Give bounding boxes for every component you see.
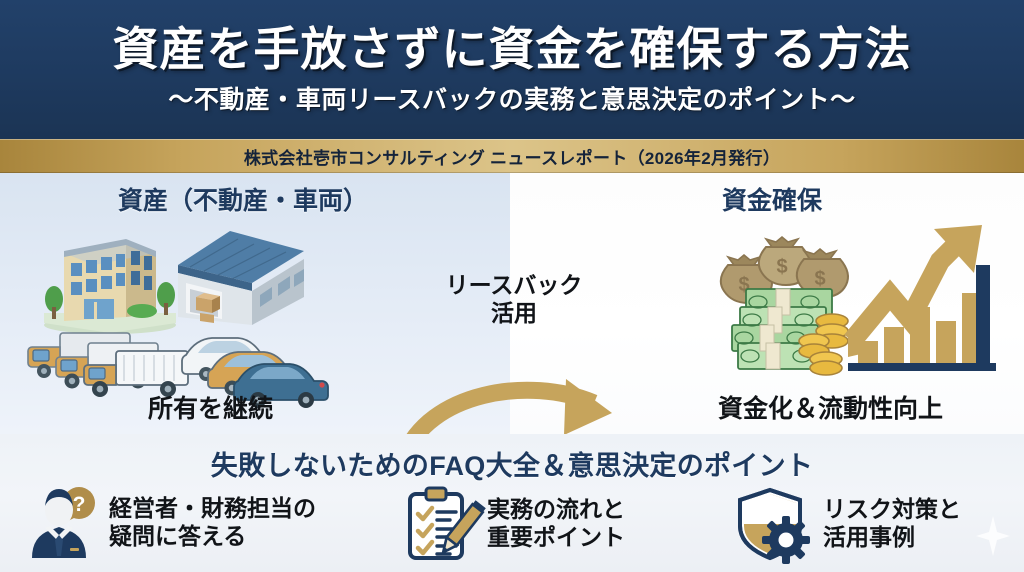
svg-text:$: $ bbox=[738, 274, 749, 296]
feature-item: リスク対策と 活用事例 bbox=[736, 486, 961, 564]
leaseback-label: リースバック 活用 bbox=[432, 271, 596, 327]
leaseback-label-line2: 活用 bbox=[491, 300, 537, 327]
publisher-band: 株式会社壱市コンサルティング ニュースレポート（2026年2月発行） bbox=[0, 139, 1024, 173]
truck-fleet-icon bbox=[27, 332, 189, 397]
feature-label: リスク対策と 活用事例 bbox=[823, 496, 961, 551]
publisher-text: 株式会社壱市コンサルティング ニュースレポート（2026年2月発行） bbox=[243, 148, 781, 168]
money-stack-icon: $ $ $ bbox=[719, 235, 849, 376]
businessman-question-icon: ? bbox=[32, 487, 95, 558]
svg-text:$: $ bbox=[814, 268, 825, 290]
feature-label: 実務の流れと 重要ポイント bbox=[487, 496, 625, 551]
feature-label-line1: 実務の流れと bbox=[487, 496, 625, 523]
warehouse-icon bbox=[178, 231, 304, 325]
clipboard-checklist-pencil-icon bbox=[408, 486, 486, 560]
faq-title: 失敗しないためのFAQ大全＆意思決定のポイント bbox=[210, 451, 814, 481]
ownership-caption: 所有を継続 bbox=[148, 395, 274, 423]
leaseback-label-line1: リースバック bbox=[445, 272, 583, 298]
svg-text:?: ? bbox=[73, 493, 86, 516]
feature-label-line2: 活用事例 bbox=[823, 524, 915, 550]
liquidity-caption: 資金化＆流動性向上 bbox=[718, 395, 944, 423]
assets-heading: 資産（不動産・車両） bbox=[118, 187, 369, 215]
faq-section: 失敗しないためのFAQ大全＆意思決定のポイント ? 経営者・財務担当の 疑問に答… bbox=[0, 434, 1024, 572]
feature-item: ? 経営者・財務担当の 疑問に答える bbox=[22, 486, 316, 560]
growth-chart-icon bbox=[844, 225, 996, 371]
feature-label-line1: 経営者・財務担当の bbox=[109, 495, 316, 522]
svg-text:$: $ bbox=[776, 256, 787, 278]
page-title: 資産を手放さずに資金を確保する方法 bbox=[112, 22, 912, 75]
feature-label-line2: 疑問に答える bbox=[109, 523, 247, 549]
feature-label-line1: リスク対策と bbox=[823, 496, 961, 523]
sparkle-icon bbox=[976, 516, 1010, 556]
header-banner: 資産を手放さずに資金を確保する方法 ～不動産・車両リースバックの実務と意思決定の… bbox=[0, 0, 1024, 139]
car-fleet-icon bbox=[181, 337, 329, 408]
shield-gear-icon bbox=[738, 487, 810, 564]
feature-item: 実務の流れと 重要ポイント bbox=[404, 486, 625, 562]
funding-heading: 資金確保 bbox=[722, 187, 823, 215]
office-building-icon bbox=[44, 239, 176, 334]
diagram-section: 資産（不動産・車両） 資金確保 bbox=[0, 173, 1024, 572]
feature-label-line2: 重要ポイント bbox=[487, 524, 625, 550]
page-subtitle: ～不動産・車両リースバックの実務と意思決定のポイント～ bbox=[168, 86, 856, 115]
feature-label: 経営者・財務担当の 疑問に答える bbox=[109, 495, 316, 550]
